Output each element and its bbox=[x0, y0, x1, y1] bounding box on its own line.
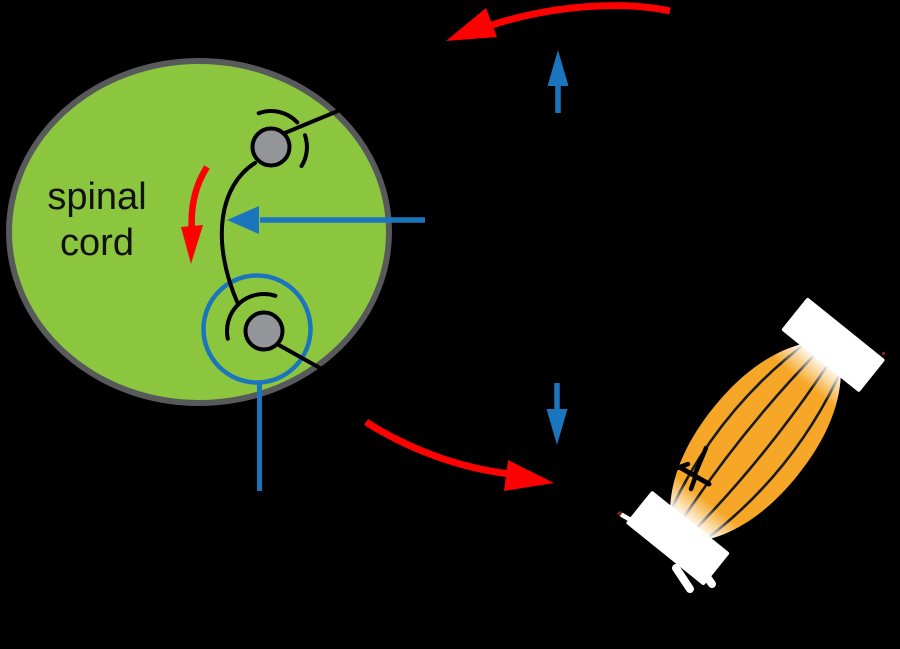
interneuron-connection-curve bbox=[219, 161, 257, 306]
sensory-neuron-axon bbox=[278, 106, 347, 137]
blue-arrow-into-cord bbox=[227, 206, 425, 234]
nmj-branch-up bbox=[692, 445, 709, 477]
blue-arrow-into-cord-head bbox=[227, 206, 259, 234]
tendon-fray-spike bbox=[695, 562, 716, 588]
sensory-neuron-dendrite-arc-upper bbox=[256, 109, 300, 125]
muscle-tendon-upper bbox=[781, 297, 885, 392]
sensory-neuron-dendrite-arc-lower bbox=[299, 133, 309, 169]
tendon-fray-line bbox=[619, 512, 655, 535]
red-arrow-descending-in-cord bbox=[181, 165, 210, 264]
blue-arrow-up-head bbox=[547, 50, 569, 86]
sensory-neuron bbox=[250, 106, 347, 169]
blue-arrow-up bbox=[547, 50, 569, 113]
fray-tip-dot bbox=[617, 511, 622, 516]
muscle-belly bbox=[670, 340, 841, 543]
motor-neuron-axon bbox=[275, 342, 338, 379]
red-arrow-descending-head bbox=[181, 225, 203, 264]
red-arrow-top-shaft bbox=[490, 2, 671, 29]
motor-neuron-soma bbox=[243, 310, 285, 352]
spinal-cord-label-line1: spinal bbox=[47, 176, 146, 218]
motor-neuron-dendrite-arc bbox=[225, 292, 278, 341]
tendon-corner-dot bbox=[881, 351, 886, 356]
red-arrow-to-muscle bbox=[364, 419, 554, 491]
spinal-cord-label-line2: cord bbox=[60, 222, 134, 264]
blue-arrow-down-head bbox=[546, 409, 568, 445]
blue-arrow-down bbox=[546, 383, 568, 445]
nmj-branch-left bbox=[669, 461, 691, 473]
red-arrow-to-muscle-head bbox=[504, 460, 554, 491]
sensory-neuron-soma bbox=[250, 126, 292, 168]
red-arrow-to-muscle-shaft bbox=[364, 419, 511, 478]
red-arrow-top-curved bbox=[446, 2, 671, 41]
red-arrow-top-head bbox=[446, 8, 497, 41]
neuromuscular-junction bbox=[669, 445, 712, 492]
motor-neuron bbox=[225, 292, 338, 379]
muscle-tendon-lower bbox=[626, 491, 730, 586]
nmj-branch-down bbox=[688, 475, 698, 492]
tendon-fray-details bbox=[617, 351, 886, 593]
tendon-fray-spike bbox=[672, 564, 694, 593]
red-arrow-descending-shaft bbox=[188, 165, 210, 233]
